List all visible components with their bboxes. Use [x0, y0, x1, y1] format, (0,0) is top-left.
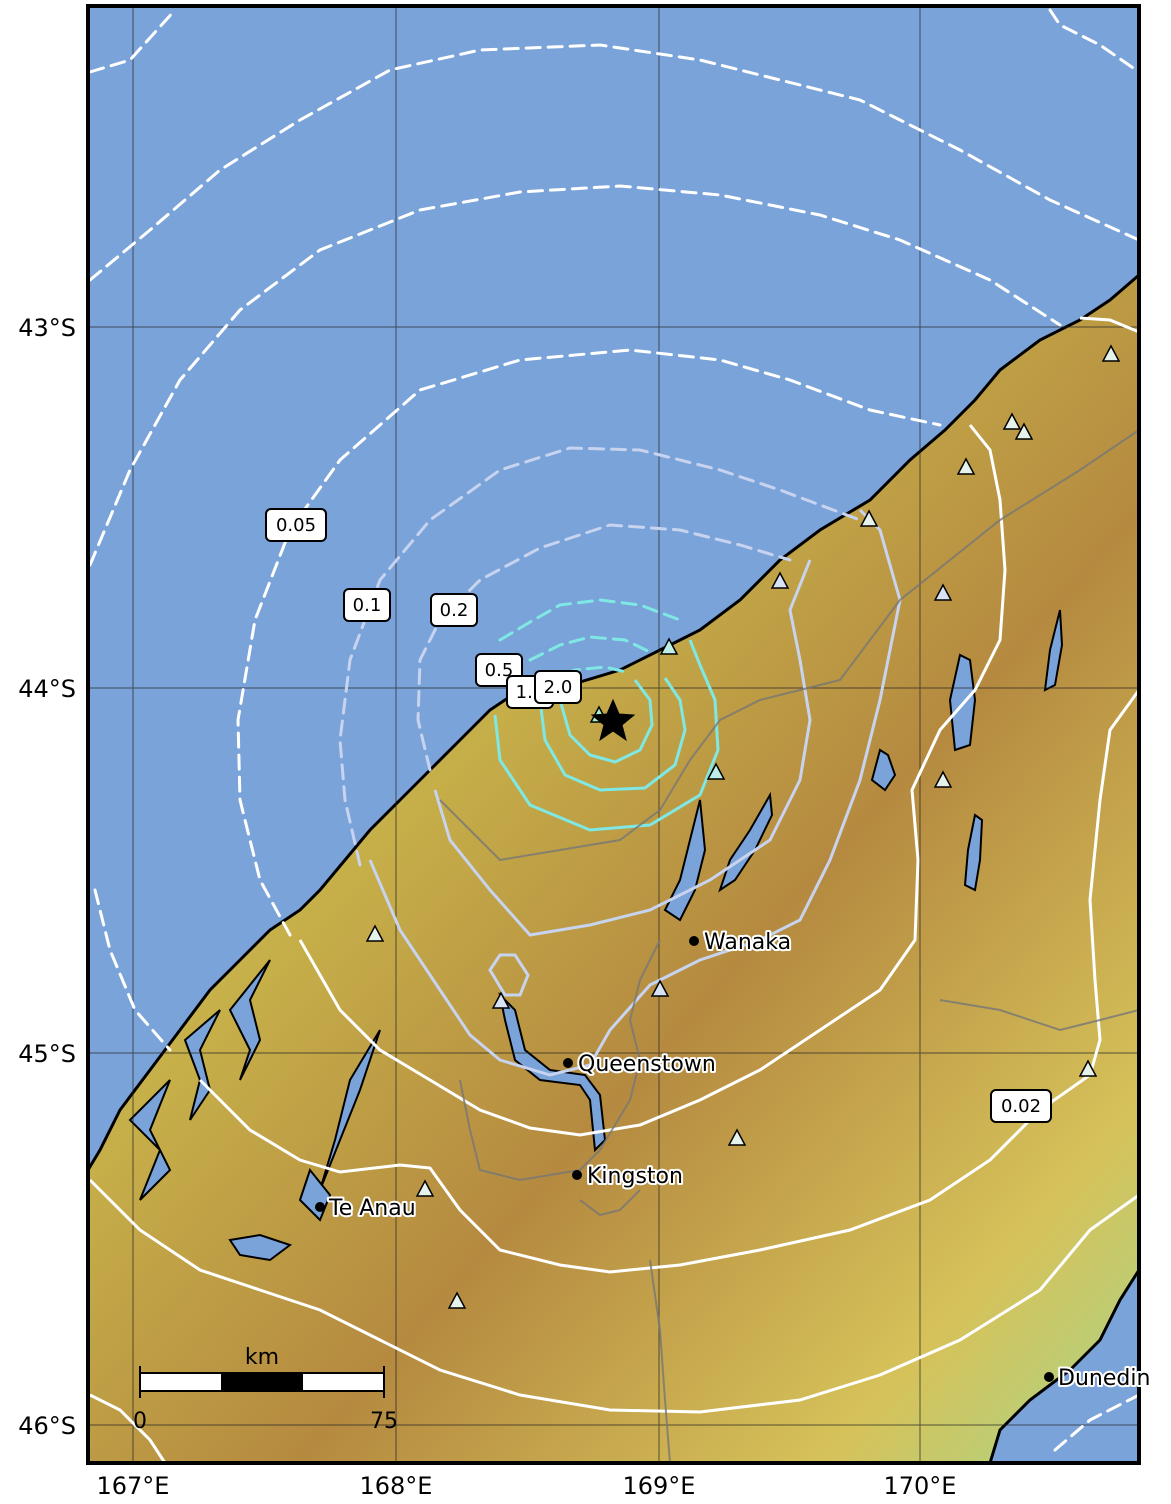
svg-text:Queenstown: Queenstown: [578, 1052, 716, 1077]
contour-label-0.02: 0.02: [990, 1089, 1052, 1123]
contour-label-2.0: 2.0: [534, 670, 582, 704]
contour-0.5: [493, 639, 720, 832]
svg-text:44°S: 44°S: [18, 675, 76, 703]
triangle-icon: [1078, 1059, 1098, 1077]
triangle-icon: [933, 770, 953, 788]
contour-0.01: [88, 1178, 1139, 1414]
svg-text:0.5: 0.5: [485, 660, 514, 681]
triangle-icon: [770, 571, 790, 589]
city-dot: [1044, 1372, 1054, 1382]
svg-text:43°S: 43°S: [18, 314, 76, 342]
city-dunedin: Dunedin: [1044, 1364, 1152, 1393]
triangle-icon: [1101, 344, 1121, 362]
contour-label-0.05: 0.05: [265, 508, 327, 542]
city-dot: [689, 936, 699, 946]
contour-se-dashed: [1053, 1393, 1139, 1452]
triangle-icon: [727, 1128, 747, 1146]
contour-0.1-loop: [488, 953, 530, 997]
svg-text:0.05: 0.05: [276, 515, 316, 536]
contour-0.02-dashed-ne: [1048, 8, 1139, 74]
contour-sw-dashed: [93, 888, 172, 1052]
svg-text:0.1: 0.1: [353, 595, 382, 616]
city-kingston: Kingston: [572, 1162, 685, 1191]
contour-0.02-dashed-outer: [88, 8, 177, 74]
city-queenstown: Queenstown: [563, 1050, 718, 1079]
svg-text:Kingston: Kingston: [587, 1164, 683, 1189]
graticule: [88, 6, 1139, 1463]
contour-0.05: [298, 424, 1007, 1137]
svg-text:46°S: 46°S: [18, 1412, 76, 1440]
city-te-anau: Te Anau: [315, 1194, 418, 1223]
contour-0.02: [198, 689, 1139, 1274]
stations: [365, 344, 1121, 1309]
svg-text:170°E: 170°E: [884, 1472, 957, 1500]
triangle-icon: [491, 991, 511, 1009]
contour-sw-corner: [89, 1393, 167, 1463]
contour-0.2-dashed: [338, 446, 862, 867]
lake-wanaka: [663, 799, 707, 922]
svg-text:Te Anau: Te Anau: [328, 1196, 416, 1221]
triangle-icon: [956, 457, 976, 475]
svg-text:Wanaka: Wanaka: [704, 930, 791, 955]
triangle-icon: [659, 637, 679, 655]
contour-2.0: [558, 679, 654, 764]
triangle-icon: [1002, 412, 1022, 430]
triangle-icon: [1014, 422, 1034, 440]
lakes: [228, 609, 1064, 1262]
scale-end: 75: [370, 1409, 398, 1434]
triangle-icon: [706, 762, 726, 780]
triangle-icon: [859, 509, 879, 527]
lake-manapouri: [228, 1233, 293, 1262]
svg-text:0.2: 0.2: [440, 600, 469, 621]
contour-0.1-dashed: [236, 348, 942, 937]
triangle-icon: [365, 924, 385, 942]
contour-0.5-dashed: [416, 523, 792, 772]
triangle-icon: [447, 1291, 467, 1309]
star-icon: [590, 698, 636, 742]
lon-tick-labels: 167°E 168°E 169°E 170°E: [97, 1472, 957, 1500]
triangle-icon: [650, 979, 670, 997]
contour-1.0: [538, 677, 687, 792]
svg-text:167°E: 167°E: [97, 1472, 170, 1500]
city-dot: [563, 1058, 573, 1068]
svg-text:169°E: 169°E: [623, 1472, 696, 1500]
roads: [439, 429, 1139, 1463]
city-wanaka: Wanaka: [689, 928, 793, 957]
lat-tick-labels: 43°S 44°S 45°S 46°S: [18, 314, 76, 1440]
svg-text:45°S: 45°S: [18, 1040, 76, 1068]
dashed-contours: [88, 8, 1139, 1452]
contour-1.0-dashed: [498, 598, 682, 642]
map-frame: [86, 4, 1141, 1465]
coastline-east: [988, 1269, 1139, 1463]
scale-unit: km: [245, 1345, 279, 1370]
solid-contours: [88, 316, 1139, 1463]
city-dot: [315, 1202, 325, 1212]
scale-start: 0: [133, 1409, 147, 1434]
contour-label-0.2: 0.2: [430, 593, 478, 627]
svg-text:Dunedin: Dunedin: [1058, 1366, 1150, 1391]
triangle-icon: [933, 583, 953, 601]
scale-bar: km 0 75: [133, 1345, 398, 1434]
contour-0.02-dashed-arc: [88, 43, 1139, 282]
contour-inner-dashed: [543, 665, 632, 682]
cities: Wanaka Queenstown Kingston Te Anau Duned…: [315, 928, 1152, 1393]
contour-0.02-north: [1079, 316, 1139, 334]
contour-0.05-dashed: [88, 184, 1062, 567]
svg-text:0.02: 0.02: [1001, 1096, 1041, 1117]
contour-0.1: [368, 508, 902, 1077]
contour-0.2: [433, 559, 812, 937]
contour-label-0.1: 0.1: [343, 588, 391, 622]
contour-labels: 0.05 0.1 0.2 0.5 1.0 2.0 0.02: [265, 508, 1052, 1123]
lake-ohau: [870, 748, 897, 792]
svg-text:168°E: 168°E: [360, 1472, 433, 1500]
contour-2.0-dashed: [528, 635, 652, 662]
svg-text:2.0: 2.0: [544, 677, 573, 698]
city-dot: [572, 1170, 582, 1180]
triangle-icon: [415, 1179, 435, 1197]
lake-benmore: [963, 813, 984, 892]
